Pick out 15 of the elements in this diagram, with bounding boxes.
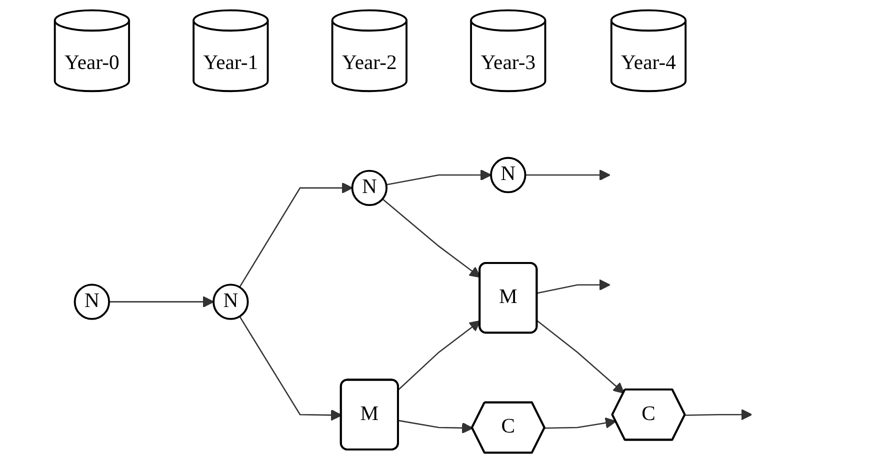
node-circle: N bbox=[74, 284, 110, 320]
arrow bbox=[398, 420, 474, 434]
node-circle: N bbox=[490, 156, 526, 194]
node-circle: N bbox=[212, 284, 249, 320]
arrow bbox=[525, 169, 610, 181]
arrow bbox=[685, 408, 752, 420]
arrow bbox=[386, 169, 492, 186]
arrow bbox=[382, 198, 481, 278]
node-circle: N bbox=[351, 170, 388, 206]
arrow bbox=[109, 296, 214, 308]
arrow bbox=[536, 320, 624, 394]
arrow bbox=[239, 182, 353, 288]
arrow bbox=[537, 279, 610, 294]
arrow bbox=[398, 320, 481, 390]
arrow bbox=[545, 417, 616, 429]
